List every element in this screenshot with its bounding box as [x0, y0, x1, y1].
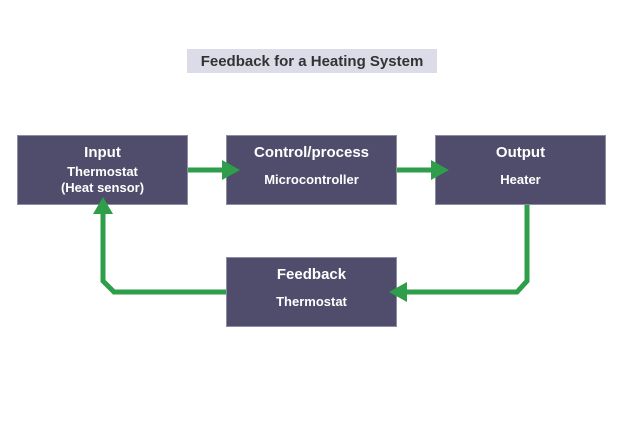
diagram-title: Feedback for a Heating System	[187, 49, 437, 73]
control-heading: Control/process	[253, 144, 370, 161]
arrow-output-to-feedback	[389, 205, 530, 302]
input-line-2: (Heat sensor)	[60, 180, 145, 195]
feedback-line-1: Thermostat	[276, 294, 347, 309]
arrow-feedback-to-input	[93, 197, 226, 295]
output-line-1: Heater	[500, 172, 541, 187]
input-box: Input Thermostat (Heat sensor)	[17, 135, 188, 205]
output-heading: Output	[495, 144, 546, 161]
feedback-box: Feedback Thermostat	[226, 257, 397, 327]
input-heading: Input	[84, 144, 121, 161]
control-line-1: Microcontroller	[264, 172, 359, 187]
output-box: Output Heater	[435, 135, 606, 205]
feedback-heading: Feedback	[276, 266, 347, 283]
control-process-box: Control/process Microcontroller	[226, 135, 397, 205]
input-line-1: Thermostat	[67, 164, 138, 179]
